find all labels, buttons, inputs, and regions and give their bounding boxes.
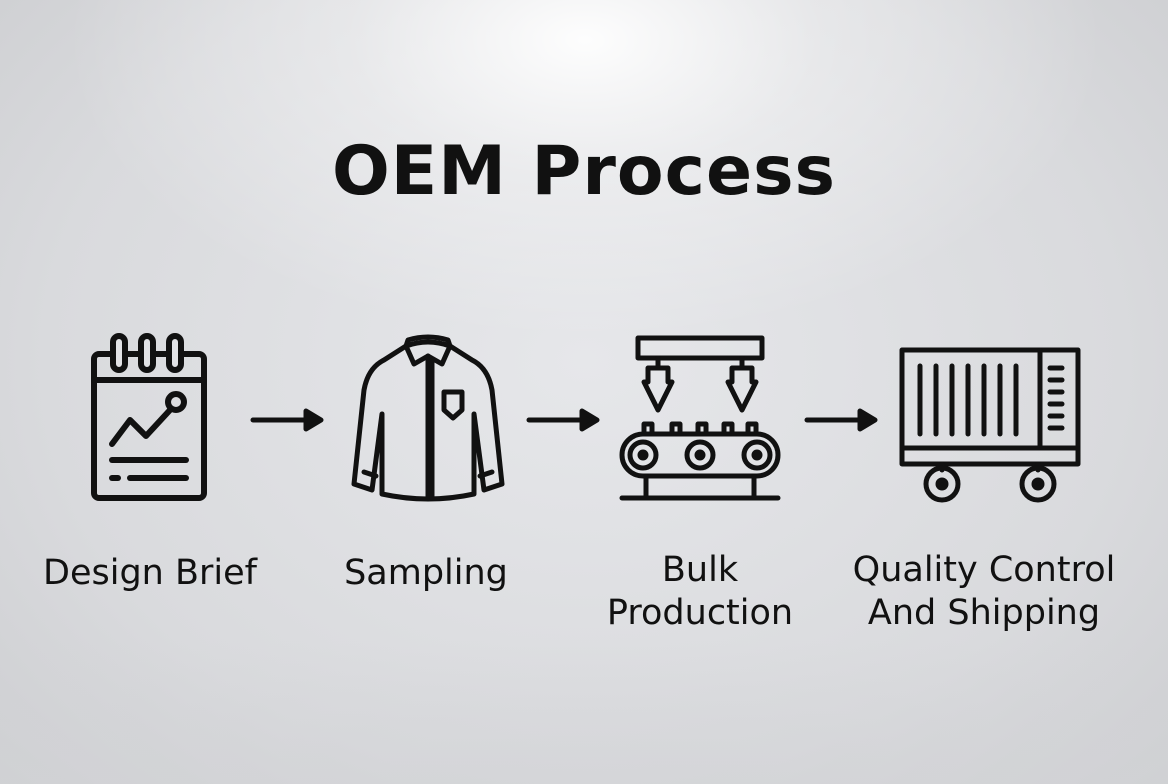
page-title: OEM Process bbox=[331, 132, 837, 211]
notepad-chart-icon bbox=[88, 332, 212, 504]
step-label-sampling: Sampling bbox=[344, 553, 508, 593]
shirt-icon bbox=[348, 334, 508, 504]
arrow-right-icon bbox=[526, 408, 600, 436]
step-label-design-brief: Design Brief bbox=[43, 553, 257, 593]
background-floor bbox=[0, 640, 1168, 784]
arrow-right-icon bbox=[250, 408, 324, 436]
arrow-right-icon bbox=[804, 408, 878, 436]
step-label-bulk-production: Bulk Production bbox=[606, 550, 794, 633]
conveyor-belt-icon bbox=[616, 334, 784, 504]
cargo-container-icon bbox=[898, 346, 1082, 506]
step-label-quality-control-shipping: Quality Control And Shipping bbox=[852, 550, 1116, 633]
